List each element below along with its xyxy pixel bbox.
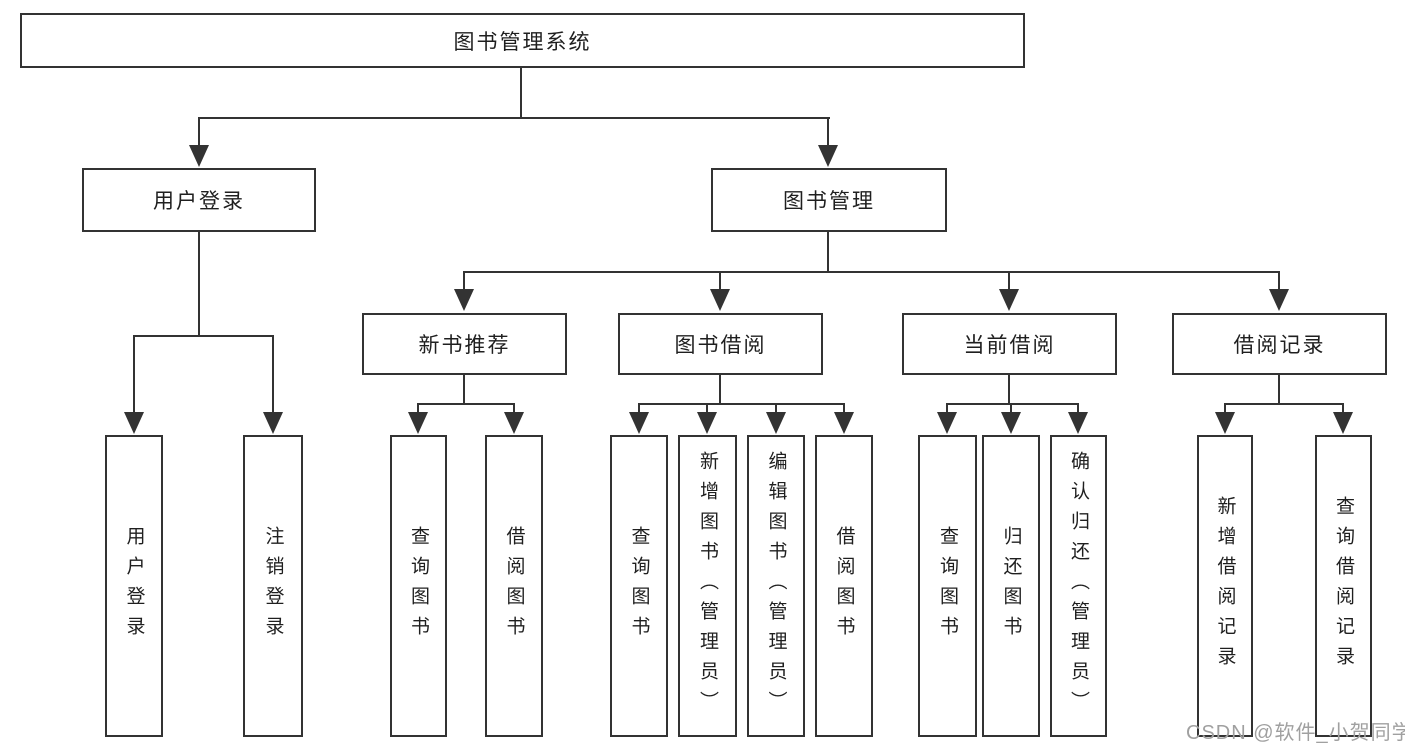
arrow-down-icon: [504, 412, 524, 434]
connector-line: [417, 403, 515, 405]
connector-line: [638, 403, 845, 405]
node-new-book-recommend: 新书推荐: [362, 313, 567, 375]
connector-line: [843, 403, 845, 415]
arrow-down-icon: [408, 412, 428, 434]
connector-line: [827, 117, 829, 149]
arrow-down-icon: [1333, 412, 1353, 434]
connector-line: [946, 403, 948, 415]
connector-line: [775, 403, 777, 415]
connector-line: [827, 232, 829, 273]
leaf-records-add-borrow-record: 新增借阅记录: [1197, 435, 1253, 737]
arrow-down-icon: [1068, 412, 1088, 434]
node-book-borrowing: 图书借阅: [618, 313, 823, 375]
connector-line: [1342, 403, 1344, 415]
leaf-recommend-query-books: 查询图书: [390, 435, 447, 737]
leaf-user-login: 用户登录: [105, 435, 163, 737]
leaf-borrowing-borrow-books: 借阅图书: [815, 435, 873, 737]
connector-line: [638, 403, 640, 415]
leaf-borrowing-edit-books-admin: 编辑图书（管理员）: [747, 435, 805, 737]
arrow-down-icon: [1001, 412, 1021, 434]
connector-line: [719, 271, 721, 293]
arrow-down-icon: [1269, 289, 1289, 311]
node-library-management-system: 图书管理系统: [20, 13, 1025, 68]
arrow-down-icon: [124, 412, 144, 434]
arrow-down-icon: [1215, 412, 1235, 434]
arrow-down-icon: [710, 289, 730, 311]
arrow-down-icon: [766, 412, 786, 434]
leaf-borrowing-query-books: 查询图书: [610, 435, 668, 737]
leaf-current-confirm-return-admin: 确认归还（管理员）: [1050, 435, 1107, 737]
watermark: CSDN @软件_小贺同学: [1186, 722, 1405, 744]
connector-line: [198, 232, 200, 337]
connector-line: [1010, 403, 1012, 415]
arrow-down-icon: [834, 412, 854, 434]
node-user-login: 用户登录: [82, 168, 316, 232]
node-current-borrowing: 当前借阅: [902, 313, 1117, 375]
arrow-down-icon: [189, 145, 209, 167]
connector-line: [1224, 403, 1226, 415]
connector-line: [1278, 375, 1280, 405]
connector-line: [719, 375, 721, 405]
connector-line: [198, 117, 830, 119]
connector-line: [463, 271, 465, 293]
connector-line: [946, 403, 1078, 405]
connector-line: [272, 335, 274, 415]
arrow-down-icon: [263, 412, 283, 434]
arrow-down-icon: [999, 289, 1019, 311]
connector-line: [1278, 271, 1280, 293]
connector-line: [463, 375, 465, 405]
leaf-current-query-books: 查询图书: [918, 435, 977, 737]
leaf-records-query-borrow-record: 查询借阅记录: [1315, 435, 1372, 737]
connector-line: [133, 335, 135, 415]
arrow-down-icon: [818, 145, 838, 167]
connector-line: [1008, 375, 1010, 405]
node-book-management: 图书管理: [711, 168, 947, 232]
connector-line: [417, 403, 419, 415]
connector-line: [133, 335, 274, 337]
connector-line: [1008, 271, 1010, 293]
leaf-borrowing-add-books-admin: 新增图书（管理员）: [678, 435, 737, 737]
arrow-down-icon: [697, 412, 717, 434]
connector-line: [1077, 403, 1079, 415]
connector-line: [1224, 403, 1344, 405]
connector-line: [520, 68, 522, 119]
connector-line: [706, 403, 708, 415]
node-borrow-records: 借阅记录: [1172, 313, 1387, 375]
arrow-down-icon: [937, 412, 957, 434]
leaf-current-return-books: 归还图书: [982, 435, 1040, 737]
connector-line: [198, 117, 200, 149]
leaf-recommend-borrow-books: 借阅图书: [485, 435, 543, 737]
arrow-down-icon: [629, 412, 649, 434]
connector-line: [513, 403, 515, 415]
leaf-logout: 注销登录: [243, 435, 303, 737]
connector-line: [463, 271, 1280, 273]
arrow-down-icon: [454, 289, 474, 311]
